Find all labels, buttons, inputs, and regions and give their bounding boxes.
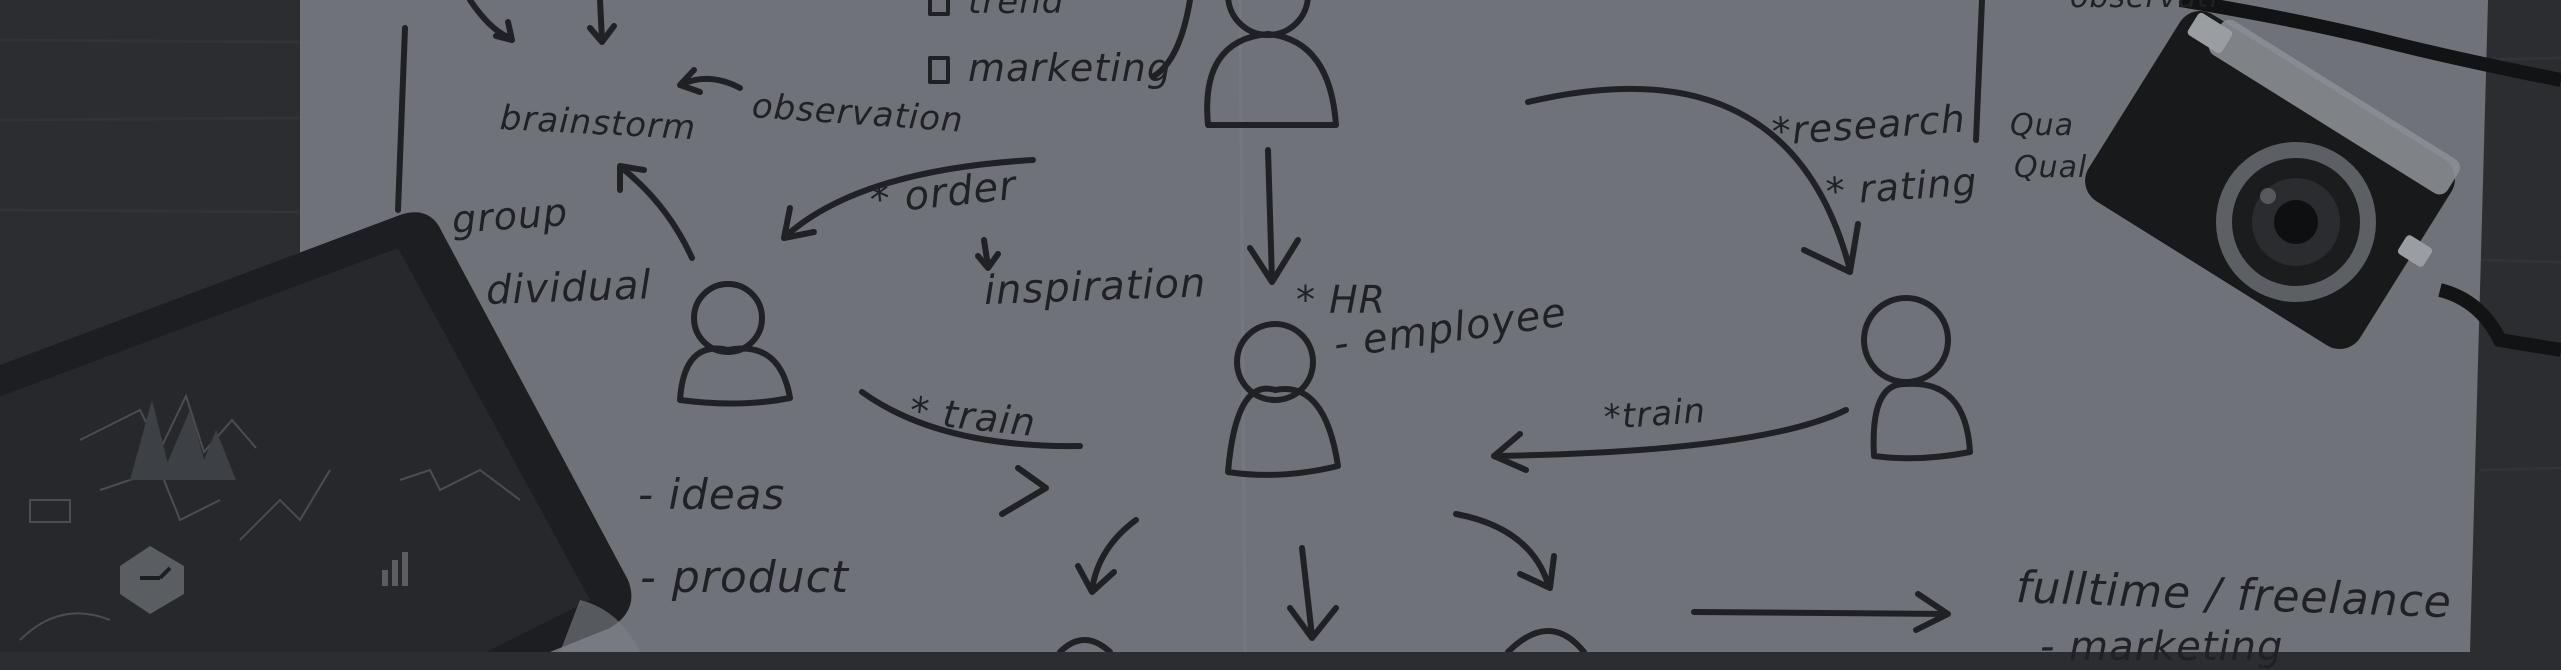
key-icon — [140, 566, 172, 580]
ink-drawings — [395, 0, 1985, 652]
handwriting-trend: trend — [968, 0, 1065, 22]
handwriting-marketing-bottom: - marketing — [2040, 624, 2284, 670]
handwriting-marketing: marketing — [968, 46, 1172, 90]
paper-sheet — [300, 0, 2488, 652]
handwriting-quality-2: Qual — [2014, 150, 2088, 185]
handwriting-inspiration: inspiration — [983, 260, 1208, 314]
tablet-chart-marks — [130, 400, 236, 480]
paper-fold — [1238, 0, 1247, 652]
handwriting-group: group — [450, 189, 570, 242]
tablet — [0, 212, 640, 652]
handwriting-observation-top-right: observati — [2070, 0, 2219, 15]
handwriting-product: - product — [640, 552, 850, 603]
camera-strap-bottom — [2438, 283, 2561, 357]
photo-illustration — [0, 0, 2561, 652]
handwriting-quality-1: Qua — [2010, 108, 2075, 143]
camera-strap-top — [2178, 0, 2561, 87]
handwriting-hr: * HR — [1296, 278, 1387, 322]
handwriting-individual: dividual — [485, 262, 653, 314]
camera — [2085, 0, 2561, 357]
handwriting-train-right: *train — [1602, 390, 1708, 438]
handwriting-ideas: - ideas — [638, 470, 786, 519]
bar-chart-icon — [382, 552, 408, 586]
